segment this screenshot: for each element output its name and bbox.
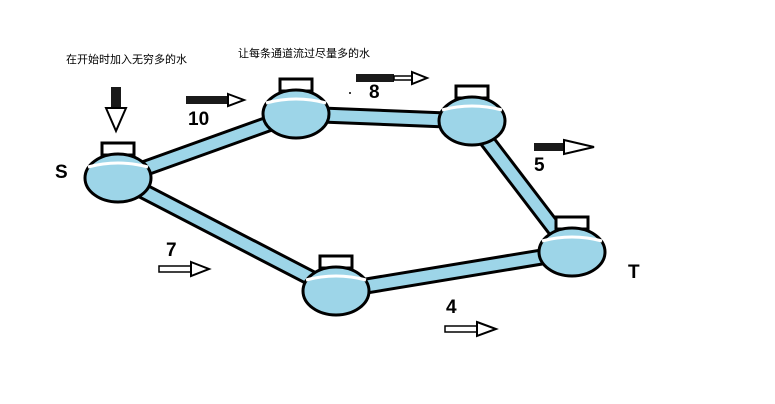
right-arrow-icon: [534, 138, 595, 156]
capacity-label-b-t: 5: [534, 155, 545, 176]
pipe-c-t: [327, 243, 581, 300]
top-left-note: 在开始时加入无穷多的水: [66, 52, 187, 66]
source-label: S: [55, 162, 68, 183]
sink-label: T: [628, 262, 640, 283]
flow-arrows: [158, 70, 595, 338]
right-arrow-icon: [356, 70, 430, 86]
right-arrow-icon: [186, 92, 247, 108]
pipe-s-c: [109, 169, 345, 300]
water-tank-icon: [437, 84, 507, 147]
capacity-label-s-c: 7: [166, 240, 177, 261]
capacity-label-c-t: 4: [446, 297, 457, 318]
speck: [349, 92, 351, 94]
capacity-label-s-a: 10: [188, 109, 209, 130]
down-arrow-icon: [104, 87, 128, 134]
top-center-note: 让每条通道流过尽量多的水: [238, 46, 370, 60]
capacity-label-a-b: 8: [369, 82, 380, 103]
right-arrow-icon: [158, 260, 212, 278]
water-tank-icon: [261, 77, 331, 140]
water-tank-icon: [83, 141, 153, 204]
water-tank-icon: [301, 254, 371, 317]
right-arrow-icon: [444, 320, 499, 338]
